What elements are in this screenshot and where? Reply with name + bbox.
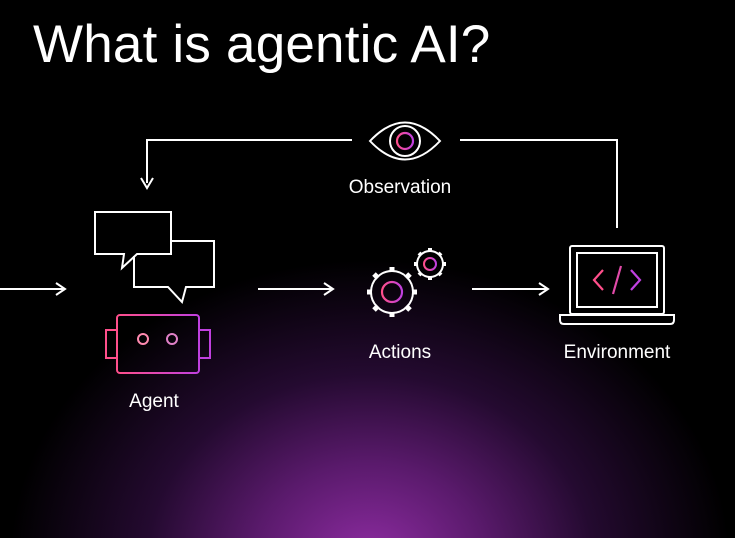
speech-bubbles-icon [94,211,215,305]
agent-label: Agent [129,391,179,412]
slide-title: What is agentic AI? [33,15,491,74]
actions-to-environment-arrow [472,282,550,296]
actions-label: Actions [368,342,432,363]
input-arrow [0,282,67,296]
eye-icon [368,121,442,161]
observation-label: Observation [348,177,452,198]
feedback-loop-connector [140,139,618,228]
agent-to-actions-arrow [258,282,335,296]
robot-icon [105,314,211,374]
gears-icon [367,248,446,317]
environment-label: Environment [563,342,671,363]
laptop-code-icon [559,245,675,325]
